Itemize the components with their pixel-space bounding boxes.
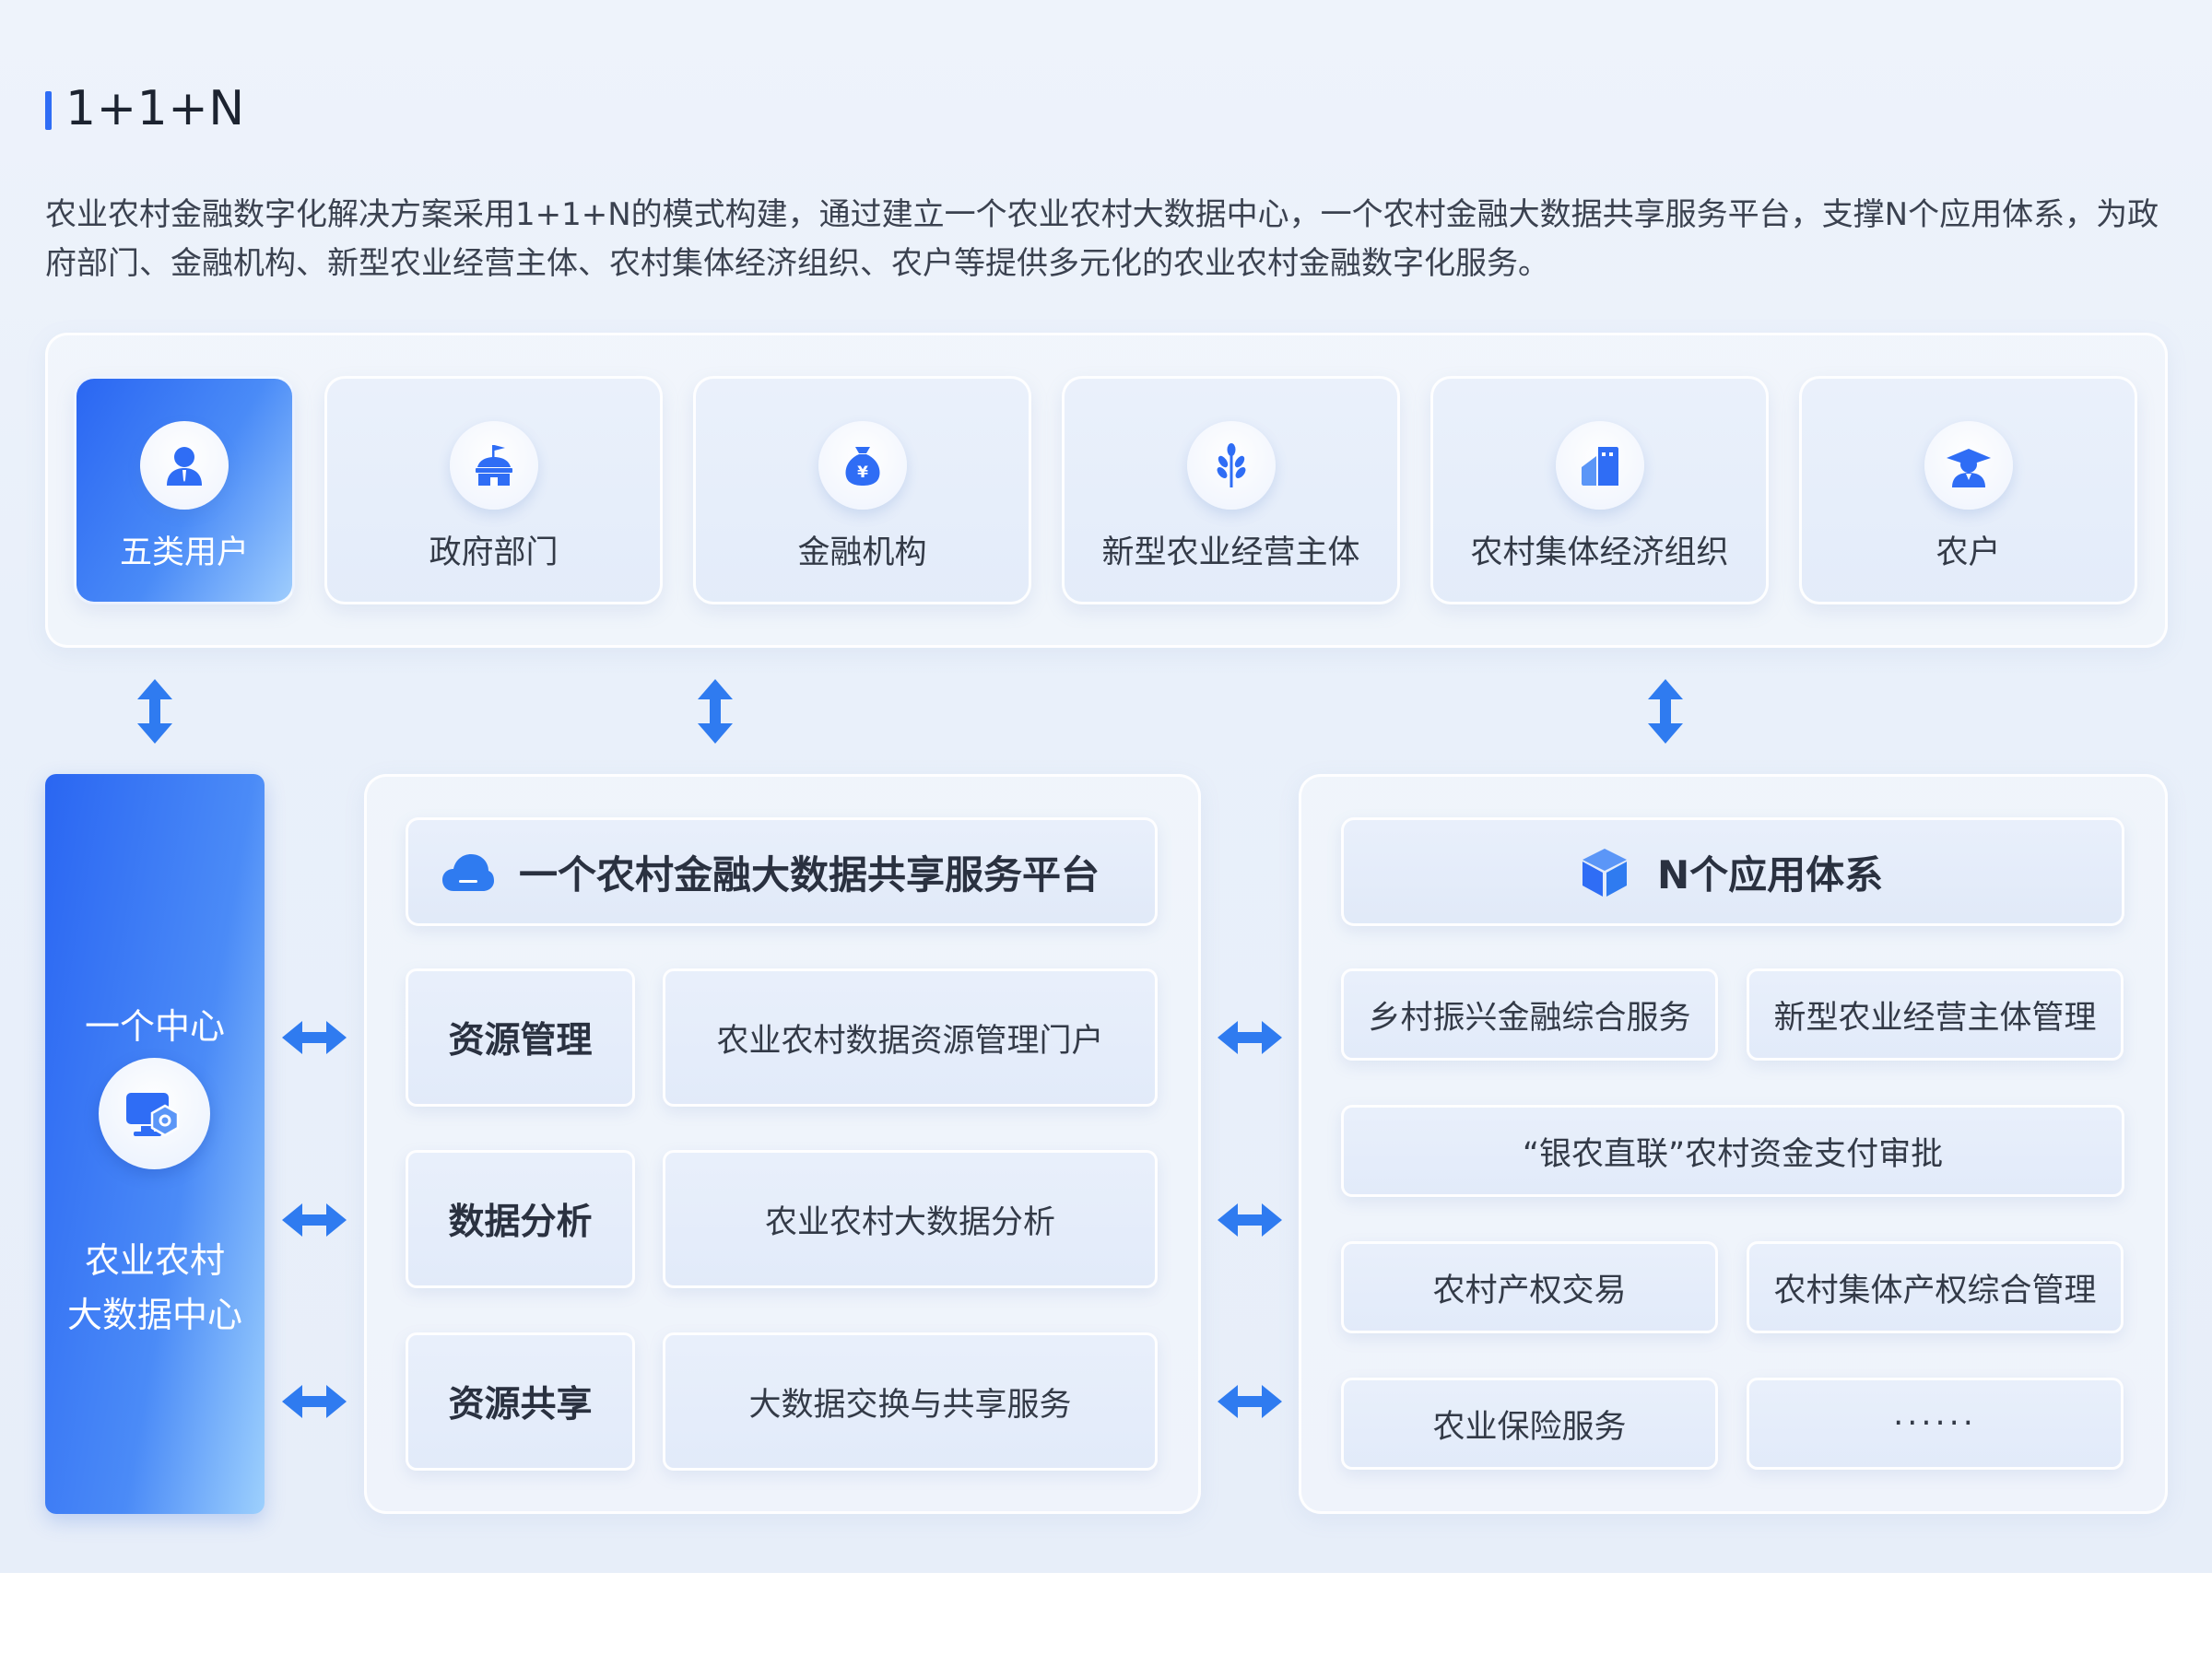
data-center-column: 一个中心 农业农村 大数据中心 bbox=[45, 774, 265, 1514]
user-card-agri-entity: 新型农业经营主体 bbox=[1062, 376, 1400, 604]
platform-row-name: 数据分析 bbox=[406, 1150, 635, 1288]
user-label: 新型农业经营主体 bbox=[1101, 534, 1360, 571]
user-card-collective: 农村集体经济组织 bbox=[1430, 376, 1769, 604]
platform-row-name: 资源共享 bbox=[406, 1332, 635, 1471]
user-card-government: 政府部门 bbox=[324, 376, 663, 604]
horizontal-double-arrow bbox=[1218, 1021, 1282, 1054]
horizontal-double-arrow bbox=[282, 1021, 347, 1054]
data-center-name-line2: 大数据中心 bbox=[66, 1295, 242, 1335]
platform-row-name: 资源管理 bbox=[406, 968, 635, 1107]
app-item: 新型农业经营主体管理 bbox=[1747, 968, 2124, 1061]
app-item: 农村集体产权综合管理 bbox=[1747, 1241, 2124, 1333]
user-label: 农户 bbox=[1936, 534, 2001, 571]
vertical-double-arrow bbox=[137, 679, 172, 744]
platform-header: 一个农村金融大数据共享服务平台 bbox=[406, 817, 1158, 926]
app-item: “银农直联”农村资金支付审批 bbox=[1341, 1105, 2124, 1197]
wheat-icon bbox=[1186, 421, 1276, 510]
user-label: 金融机构 bbox=[797, 534, 927, 571]
user-card-finance: ¥ 金融机构 bbox=[693, 376, 1031, 604]
farmer-icon bbox=[1924, 421, 2013, 510]
platform-title: 一个农村金融大数据共享服务平台 bbox=[519, 851, 1100, 898]
apps-title: N个应用体系 bbox=[1657, 851, 1884, 898]
user-label: 农村集体经济组织 bbox=[1470, 534, 1729, 571]
user-card-farmer: 农户 bbox=[1799, 376, 2137, 604]
user-icon bbox=[140, 421, 229, 510]
app-item: 农业保险服务 bbox=[1341, 1378, 1718, 1470]
horizontal-double-arrow bbox=[282, 1385, 347, 1418]
data-center-name-line1: 农业农村 bbox=[84, 1240, 225, 1281]
svg-text:¥: ¥ bbox=[857, 463, 868, 482]
page-description: 农业农村金融数字化解决方案采用1+1+N的模式构建，通过建立一个农业农村大数据中… bbox=[45, 196, 2159, 282]
horizontal-double-arrow bbox=[282, 1203, 347, 1237]
vertical-double-arrow bbox=[698, 679, 733, 744]
horizontal-double-arrow bbox=[1218, 1203, 1282, 1237]
data-center-heading: 一个中心 bbox=[84, 1006, 225, 1047]
government-icon bbox=[449, 421, 538, 510]
cloud-icon bbox=[442, 854, 494, 891]
app-item-more: ······ bbox=[1747, 1378, 2124, 1470]
money-bag-icon: ¥ bbox=[818, 421, 907, 510]
app-item: 农村产权交易 bbox=[1341, 1241, 1718, 1333]
app-item: 乡村振兴金融综合服务 bbox=[1341, 968, 1718, 1061]
cube-icon bbox=[1583, 849, 1627, 897]
data-center-icon bbox=[99, 1058, 210, 1169]
horizontal-double-arrow bbox=[1218, 1385, 1282, 1418]
page-title: 1+1+N bbox=[65, 81, 245, 136]
diagram-canvas: 1+1+N 农业农村金融数字化解决方案采用1+1+N的模式构建，通过建立一个农业… bbox=[0, 0, 2212, 1573]
title-accent-bar bbox=[45, 91, 52, 130]
building-icon bbox=[1555, 421, 1644, 510]
platform-row-desc: 大数据交换与共享服务 bbox=[663, 1332, 1158, 1471]
users-summary-label: 五类用户 bbox=[119, 534, 249, 571]
user-label: 政府部门 bbox=[429, 534, 559, 571]
platform-row-desc: 农业农村数据资源管理门户 bbox=[663, 968, 1158, 1107]
platform-row-desc: 农业农村大数据分析 bbox=[663, 1150, 1158, 1288]
vertical-double-arrow bbox=[1648, 679, 1683, 744]
apps-header: N个应用体系 bbox=[1341, 817, 2124, 926]
users-summary-card: 五类用户 bbox=[74, 376, 295, 604]
